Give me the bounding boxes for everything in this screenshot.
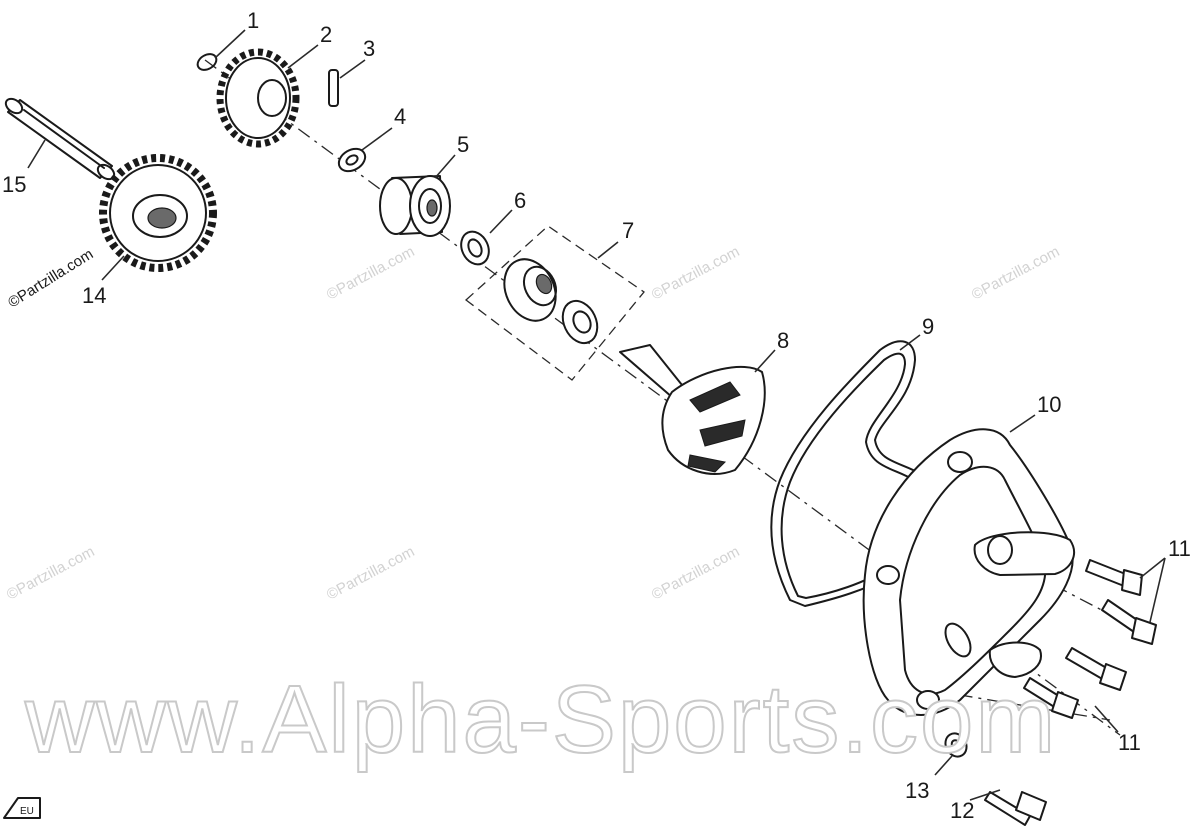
washer-part-13 xyxy=(944,732,968,758)
idler-gear-part-14 xyxy=(99,154,217,272)
callout-3: 3 xyxy=(363,36,375,61)
bearing-part-5 xyxy=(379,175,451,237)
callout-12: 12 xyxy=(950,798,974,823)
callout-2: 2 xyxy=(320,22,332,47)
callout-6: 6 xyxy=(514,188,526,213)
callout-13: 13 xyxy=(905,778,929,803)
orientation-badge: EU xyxy=(3,797,41,819)
callout-7: 7 xyxy=(622,218,634,243)
seal-part-6 xyxy=(460,230,490,266)
bolt-part-12 xyxy=(984,791,1047,826)
callout-10: 10 xyxy=(1037,392,1061,417)
callout-15: 15 xyxy=(2,172,26,197)
shaft-part-15 xyxy=(4,97,116,181)
callout-5: 5 xyxy=(457,132,469,157)
bolts-part-11 xyxy=(1023,559,1157,719)
callout-1: 1 xyxy=(247,8,259,33)
callout-4: 4 xyxy=(394,104,406,129)
callout-9: 9 xyxy=(922,314,934,339)
callout-14: 14 xyxy=(82,283,106,308)
callout-11-lower: 11 xyxy=(1118,730,1141,755)
callout-labels: 1 2 3 4 5 6 7 8 9 10 11 11 12 13 14 15 xyxy=(2,8,1191,823)
washer-part-4 xyxy=(337,147,367,173)
pump-gear-part-2 xyxy=(216,48,300,148)
callout-leaders xyxy=(27,29,1166,801)
mechanical-seal-part-7 xyxy=(464,225,645,381)
credit-watermark: ©Partzilla.com xyxy=(649,543,743,604)
credit-watermark: ©Partzilla.com xyxy=(969,243,1063,304)
brand-watermark: www.Alpha-Sports.com xyxy=(24,666,1057,773)
pin-part-3 xyxy=(328,69,339,107)
impeller-part-8 xyxy=(619,344,766,475)
pump-cover-part-10 xyxy=(862,428,1075,716)
credit-watermark: ©Partzilla.com xyxy=(649,243,743,304)
orientation-badge-label: EU xyxy=(20,806,34,817)
callout-11-upper: 11 xyxy=(1168,536,1191,561)
credit-watermark: ©Partzilla.com xyxy=(4,543,98,604)
credit-watermark: ©Partzilla.com xyxy=(324,243,418,304)
callout-8: 8 xyxy=(777,328,789,353)
credit-watermark: ©Partzilla.com xyxy=(324,543,418,604)
